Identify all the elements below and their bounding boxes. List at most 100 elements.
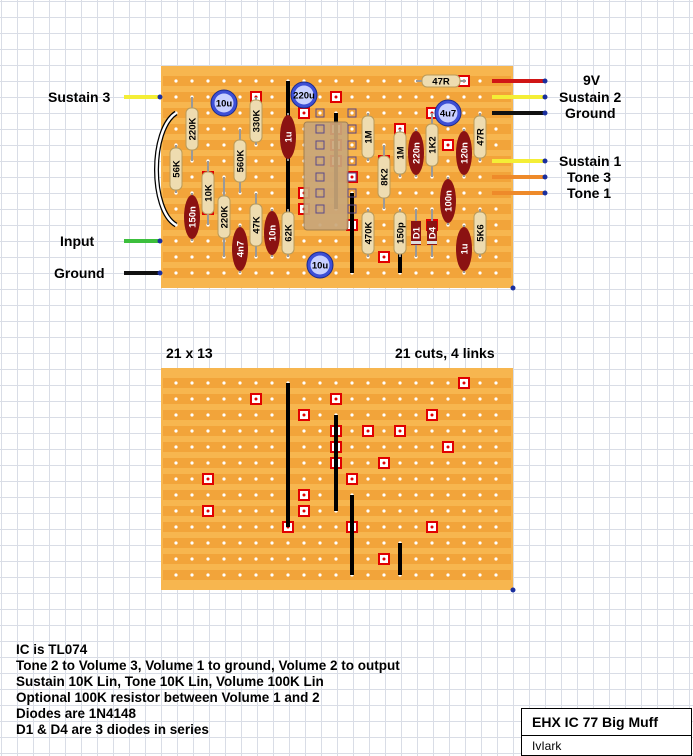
resistor-10k: [201, 171, 215, 215]
cuts-hole: [190, 493, 194, 497]
capacitor-150p: [393, 211, 407, 255]
layout-hole: [478, 175, 482, 179]
cuts-hole: [414, 429, 418, 433]
note-line: Optional 100K resistor between Volume 1 …: [16, 690, 320, 705]
cuts-hole: [190, 461, 194, 465]
cuts-hole: [238, 461, 242, 465]
cuts-hole: [254, 429, 258, 433]
layout-hole: [478, 95, 482, 99]
layout-hole: [318, 111, 322, 115]
ic-pin: [315, 140, 325, 150]
cuts-hole: [190, 477, 194, 481]
track-cut-hole: [334, 95, 338, 99]
track-cut-hole: [334, 397, 338, 401]
cuts-hole: [190, 573, 194, 577]
layout-hole: [206, 271, 210, 275]
cuts-hole: [350, 381, 354, 385]
project-author: IvIark: [532, 739, 562, 753]
layout-hole: [174, 207, 178, 211]
cuts-hole: [174, 429, 178, 433]
cuts-hole: [350, 413, 354, 417]
cuts-hole: [302, 573, 306, 577]
resistor-47r: [473, 115, 487, 159]
cuts-hole: [478, 461, 482, 465]
resistor-56k: [169, 147, 183, 191]
layout-hole: [222, 159, 226, 163]
cuts-hole: [254, 381, 258, 385]
cuts-hole: [446, 477, 450, 481]
layout-hole: [318, 239, 322, 243]
diode-d4-band: [427, 241, 437, 244]
cuts-hole: [382, 381, 386, 385]
cuts-hole: [270, 573, 274, 577]
cuts-hole: [206, 461, 210, 465]
cuts-hole: [382, 525, 386, 529]
ic-pin: [347, 172, 357, 182]
layout-hole: [334, 255, 338, 259]
cuts-hole: [494, 525, 498, 529]
resistor-10k-label: 10K: [204, 184, 215, 202]
cuts-hole: [366, 557, 370, 561]
layout-hole: [350, 127, 354, 131]
resistor-1k2-label: 1K2: [428, 136, 439, 153]
cuts-hole: [174, 573, 178, 577]
cuts-hole: [238, 397, 242, 401]
layout-hole: [206, 255, 210, 259]
cuts-hole: [366, 477, 370, 481]
track-cut-hole: [350, 175, 354, 179]
label-tone-3: Tone 3: [567, 169, 611, 185]
capacitor-1u-a: [280, 115, 296, 159]
layout-hole: [254, 175, 258, 179]
cuts-hole: [366, 493, 370, 497]
track-cut-hole: [254, 397, 258, 401]
cuts-hole: [494, 557, 498, 561]
title-block: EHX IC 77 Big Muff IvIark: [521, 708, 692, 756]
layout-hole: [382, 79, 386, 83]
track-cut-hole: [350, 477, 354, 481]
capacitor-10n: [264, 211, 280, 255]
ic-pin: [347, 124, 357, 134]
layout-hole: [222, 79, 226, 83]
ic-pin: [315, 124, 325, 134]
resistor-560k-label: 560K: [236, 150, 247, 173]
cuts-hole: [238, 573, 242, 577]
layout-hole: [366, 175, 370, 179]
layout-hole: [430, 191, 434, 195]
cuts-hole: [462, 477, 466, 481]
layout-hole: [350, 79, 354, 83]
resistor-330k-label: 330K: [252, 110, 263, 133]
layout-hole: [206, 143, 210, 147]
layout-hole: [446, 239, 450, 243]
capacitor-1u-a-label: 1u: [284, 131, 295, 142]
layout-hole: [270, 127, 274, 131]
cuts-hole: [414, 413, 418, 417]
cuts-hole: [270, 381, 274, 385]
cuts-hole: [478, 509, 482, 513]
layout-hole: [174, 255, 178, 259]
cuts-hole: [190, 525, 194, 529]
cuts-hole: [302, 445, 306, 449]
layout-hole: [398, 79, 402, 83]
capacitor-10u-a-top: [214, 93, 234, 113]
cuts-hole: [494, 413, 498, 417]
layout-hole: [206, 111, 210, 115]
layout-hole: [270, 111, 274, 115]
cuts-hole: [270, 541, 274, 545]
cuts-hole: [174, 397, 178, 401]
cuts-hole: [286, 541, 290, 545]
layout-hole: [350, 95, 354, 99]
cuts-hole: [238, 477, 242, 481]
cuts-hole: [366, 381, 370, 385]
cuts-hole: [446, 573, 450, 577]
resistor-62k: [281, 211, 295, 255]
cuts-hole: [398, 461, 402, 465]
cuts-hole: [174, 525, 178, 529]
resistor-62k-label: 62K: [284, 224, 295, 242]
ic-tl074: [303, 121, 349, 231]
cuts-hole: [382, 573, 386, 577]
layout-hole: [302, 255, 306, 259]
cuts-hole: [174, 445, 178, 449]
cuts-hole: [270, 525, 274, 529]
capacitor-1u-b-label: 1u: [460, 243, 471, 254]
layout-hole: [270, 143, 274, 147]
